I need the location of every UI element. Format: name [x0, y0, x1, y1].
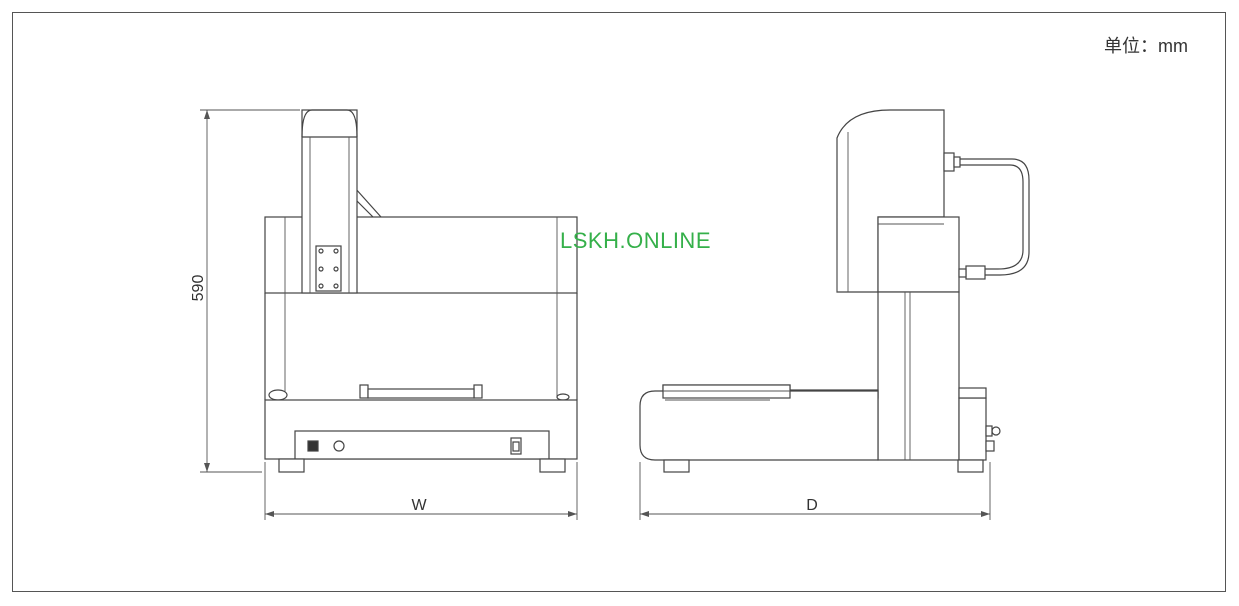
watermark: LSKH.ONLINE [560, 228, 711, 253]
dimension-width-label: W [411, 497, 427, 514]
front-view [264, 109, 578, 473]
side-rear-box [958, 397, 987, 461]
side-front-foot [663, 459, 690, 473]
cable [943, 152, 1030, 280]
power-switch-icon [510, 437, 522, 455]
control-panel [294, 430, 550, 460]
unit-label: 单位：mm [1104, 36, 1188, 56]
side-base [639, 390, 879, 461]
side-rear-foot [957, 459, 984, 473]
front-left-foot [278, 458, 305, 473]
dimension-width: W [264, 462, 578, 520]
slider-plate [315, 245, 342, 292]
front-right-foot [539, 458, 566, 473]
work-fixture [359, 384, 483, 399]
side-column [877, 291, 960, 461]
indicator-icon [333, 440, 345, 452]
left-knob [268, 389, 288, 401]
dimension-height-label: 590 [190, 275, 207, 302]
drawing-frame [12, 12, 1226, 592]
dimension-depth: D [639, 462, 991, 520]
side-view [639, 109, 1030, 473]
dimension-height: 590 [190, 109, 300, 473]
dimension-depth-label: D [806, 497, 818, 514]
switch-icon [307, 440, 319, 452]
rear-connector-icon [985, 425, 1001, 452]
side-upper-housing [877, 216, 960, 293]
right-knob [556, 393, 570, 401]
